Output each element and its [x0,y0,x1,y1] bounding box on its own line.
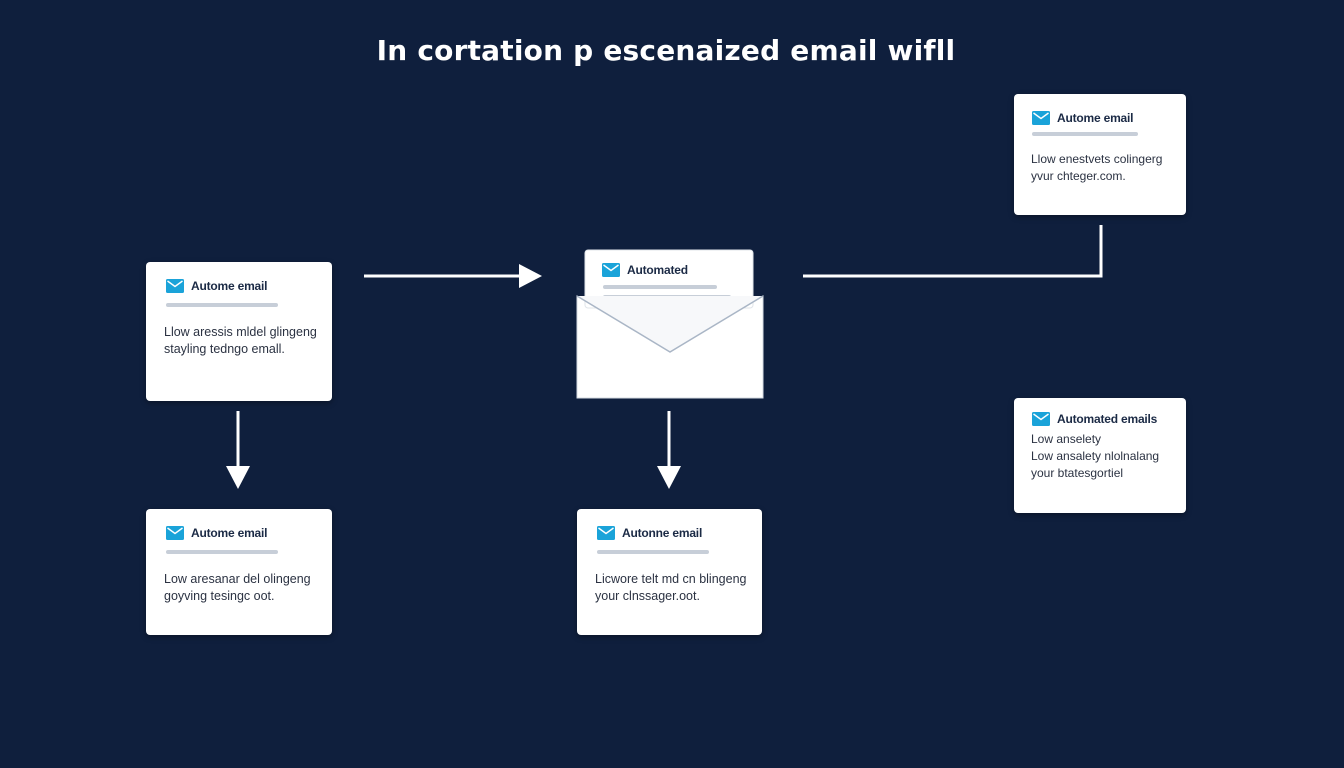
envelope-icon [166,526,184,540]
email-card-left-bottom[interactable]: Autome email Low aresanar del olingeng g… [146,509,332,635]
card-line-2: yvur chteger.com. [1031,169,1126,183]
card-title: Autome email [191,279,268,293]
card-divider [166,550,278,554]
card-title: Autonne email [622,526,703,540]
email-card-center-bottom[interactable]: Autonne email Licwore telt md cn blingen… [577,509,762,635]
card-line-2: goyving tesingc oot. [164,589,275,603]
card-line-1: Llow enestvets colingerg [1031,152,1163,166]
card-divider [166,303,278,307]
card-divider [597,550,709,554]
envelope-icon [602,263,620,277]
card-divider [1032,132,1138,136]
automated-envelope[interactable]: Automated [576,248,764,400]
arrow-left-down [226,411,250,489]
envelope-icon [597,526,615,540]
email-card-left-top[interactable]: Autome email Llow aressis mldel glingeng… [146,262,332,401]
card-body: Low aresanar del olingeng goyving tesing… [164,571,311,605]
envelope-illustration [576,249,764,399]
card-line-1: Llow aressis mldel glingeng [164,325,317,339]
card-title: Automated [627,263,688,277]
card-body: Llow aressis mldel glingeng stayling ted… [164,324,317,358]
envelope-icon [1032,412,1050,426]
email-card-right-bottom[interactable]: Automated emails Low anselety Low ansale… [1014,398,1186,513]
email-card-right-top[interactable]: Autome email Llow enestvets colingerg yv… [1014,94,1186,215]
card-line-1: Low aresanar del olingeng [164,572,311,586]
envelope-icon [1032,111,1050,125]
card-line-1: Licwore telt md cn blingeng [595,572,747,586]
card-line-1: Low anselety [1031,432,1102,446]
arrow-left-to-center [364,264,542,288]
card-title: Autome email [191,526,268,540]
card-title: Autome email [1057,111,1134,125]
connector-center-to-right-top [803,225,1103,278]
diagram-title: In cortation p escenaized email wifll [376,34,956,67]
card-line-2: stayling tedngo emall. [164,342,285,356]
card-body: Low anselety Low ansalety nlolnalang you… [1031,431,1159,482]
arrow-center-down [657,411,681,489]
card-line-2: your clnssager.oot. [595,589,700,603]
card-line-2: Low ansalety nlolnalang [1031,449,1160,463]
card-body: Llow enestvets colingerg yvur chteger.co… [1031,151,1162,185]
card-title: Automated emails [1057,412,1158,426]
card-body: Licwore telt md cn blingeng your clnssag… [595,571,746,605]
envelope-icon [166,279,184,293]
card-line-3: your btatesgortiel [1031,466,1124,480]
